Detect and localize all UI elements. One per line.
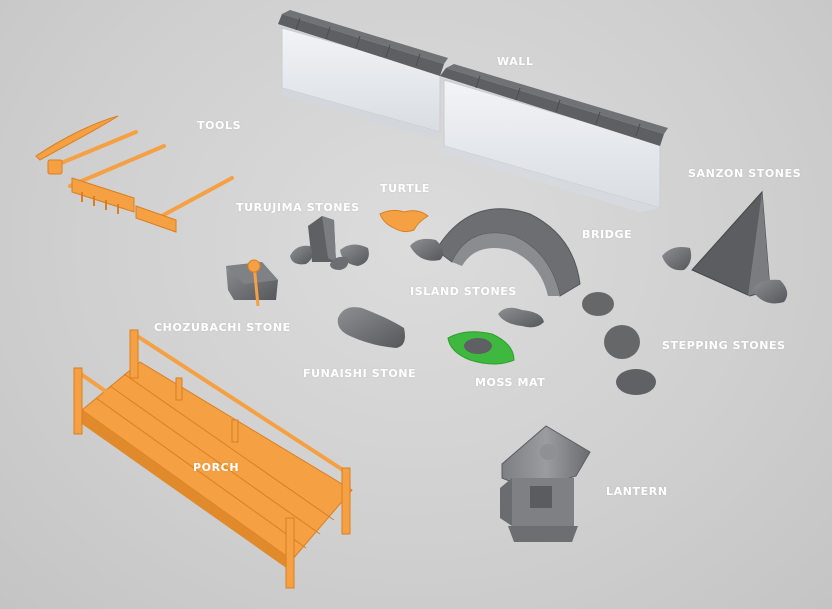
lantern-label: LANTERN [606,485,668,498]
stepping-stones-label: STEPPING STONES [662,339,786,352]
funaishi-stone-label: FUNAISHI STONE [303,367,417,380]
chozubachi-stone-model [226,259,278,307]
turujima-stones-model [290,216,369,270]
sanzon-stones-label: SANZON STONES [688,167,802,180]
funaishi-stone-model [337,307,405,348]
turujima-stones-label: TURUJIMA STONES [236,201,360,214]
wall-model [278,10,668,212]
island-stones-label: ISLAND STONES [410,285,517,298]
porch-label: PORCH [193,461,240,474]
sanzon-stones-model [662,190,788,304]
moss-mat-label: MOSS MAT [475,376,546,389]
turtle-model [379,209,429,233]
island-stones-model [498,307,544,328]
turtle-label: TURTLE [380,182,431,195]
wall-label: WALL [497,55,534,68]
porch-model [73,329,353,589]
moss-mat-model [447,331,515,365]
chozubachi-stone-label: CHOZUBACHI STONE [154,321,291,334]
bridge-model [410,208,581,297]
tools-model [35,115,234,233]
stepping-stones-model [582,292,656,395]
lantern-model [500,425,591,542]
bridge-label: BRIDGE [582,228,633,241]
tools-label: TOOLS [197,119,242,132]
